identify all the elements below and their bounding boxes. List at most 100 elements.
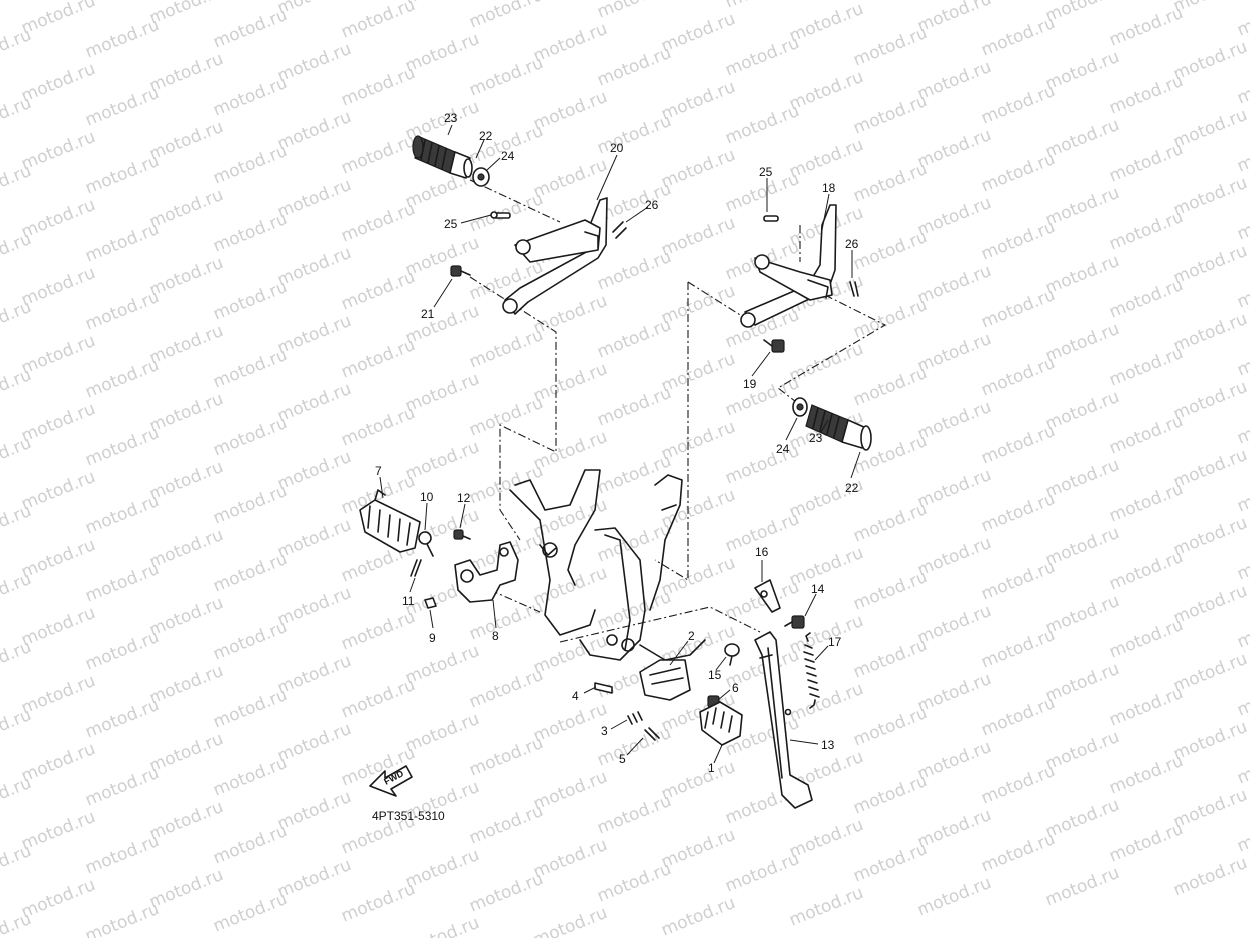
sidestand-assembly xyxy=(754,579,820,809)
callout-14: 14 xyxy=(811,582,825,596)
watermark-text: motod.ru xyxy=(146,117,226,165)
watermark-text: motod.ru xyxy=(914,873,994,921)
bolt-19 xyxy=(763,339,785,353)
watermark-text: motod.ru xyxy=(466,53,546,101)
watermark-text: motod.ru xyxy=(274,583,354,631)
watermark-text: motod.ru xyxy=(146,661,226,709)
watermark-text: motod.ru xyxy=(0,0,34,5)
watermark-text: motod.ru xyxy=(658,145,738,193)
watermark-text: motod.ru xyxy=(658,553,738,601)
watermark-text: motod.ru xyxy=(1170,785,1250,833)
watermark-text: motod.ru xyxy=(402,437,482,485)
watermark-text: motod.ru xyxy=(146,253,226,301)
watermark-text: motod.ru xyxy=(594,791,674,839)
watermark-text: motod.ru xyxy=(594,43,674,91)
watermark-text: motod.ru xyxy=(0,25,34,73)
watermark-text: motod.ru xyxy=(594,383,674,431)
watermark-text: motod.ru xyxy=(786,883,866,931)
watermark-text: motod.ru xyxy=(402,233,482,281)
watermark-text: motod.ru xyxy=(978,353,1058,401)
watermark-text: motod.ru xyxy=(594,315,674,363)
watermark-text: motod.ru xyxy=(402,29,482,77)
callout-24: 24 xyxy=(776,442,790,456)
callout-26: 26 xyxy=(845,237,859,251)
callout-labels: 23 22 24 20 26 25 21 25 18 26 19 24 23 2… xyxy=(375,111,859,775)
callout-22: 22 xyxy=(845,481,859,495)
watermark-text: motod.ru xyxy=(1170,241,1250,289)
watermark-text: motod.ru xyxy=(850,703,930,751)
callout-9: 9 xyxy=(429,631,436,645)
watermark-text: motod.ru xyxy=(1170,445,1250,493)
watermark-text: motod.ru xyxy=(1106,207,1186,255)
watermark-text: motod.ru xyxy=(722,849,802,897)
watermark-text: motod.ru xyxy=(274,515,354,563)
watermark-text: motod.ru xyxy=(1170,717,1250,765)
watermark-text: motod.ru xyxy=(1106,275,1186,323)
diagram-code: 4PT351-5310 xyxy=(372,809,445,823)
callout-12: 12 xyxy=(457,491,471,505)
watermark-text: motod.ru xyxy=(210,889,290,937)
watermark-text: motod.ru xyxy=(1234,469,1250,517)
footpeg-left xyxy=(412,135,490,187)
watermark-text: motod.ru xyxy=(210,549,290,597)
watermark-text: motod.ru xyxy=(1170,581,1250,629)
watermark-text: motod.ru xyxy=(1170,105,1250,153)
watermark-text: motod.ru xyxy=(210,5,290,53)
watermark-text: motod.ru xyxy=(274,719,354,767)
watermark-text: motod.ru xyxy=(722,101,802,149)
watermark-text: motod.ru xyxy=(466,801,546,849)
watermark-text: motod.ru xyxy=(850,23,930,71)
callout-17: 17 xyxy=(828,635,842,649)
watermark-text: motod.ru xyxy=(658,213,738,261)
watermark-text: motod.ru xyxy=(1042,251,1122,299)
watermark-text: motod.ru xyxy=(338,675,418,723)
watermark-text: motod.ru xyxy=(146,321,226,369)
watermark-text: motod.ru xyxy=(18,195,98,243)
callout-24: 24 xyxy=(501,149,515,163)
watermark-text: motod.ru xyxy=(530,835,610,883)
watermark-text: motod.ru xyxy=(978,489,1058,537)
watermark-text: motod.ru xyxy=(146,865,226,913)
watermark-text: motod.ru xyxy=(1234,741,1250,789)
watermark-text: motod.ru xyxy=(274,107,354,155)
watermark-text: motod.ru xyxy=(1106,479,1186,527)
watermark-text: motod.ru xyxy=(338,335,418,383)
watermark-text: motod.ru xyxy=(850,0,930,3)
watermark-text: motod.ru xyxy=(466,393,546,441)
watermark-text: motod.ru xyxy=(658,9,738,57)
watermark-text: motod.ru xyxy=(1106,683,1186,731)
watermark-text: motod.ru xyxy=(0,705,34,753)
watermark-text: motod.ru xyxy=(210,209,290,257)
watermark-text: motod.ru xyxy=(722,373,802,421)
watermark-text: motod.ru xyxy=(338,199,418,247)
watermark-text: motod.ru xyxy=(82,219,162,267)
callout-6: 6 xyxy=(732,681,739,695)
assembly-lines xyxy=(469,179,887,643)
watermark-text: motod.ru xyxy=(146,457,226,505)
watermark-text: motod.ru xyxy=(786,0,866,47)
watermark-text: motod.ru xyxy=(1234,673,1250,721)
watermark-text: motod.ru xyxy=(530,903,610,938)
callout-3: 3 xyxy=(601,724,608,738)
watermark-text: motod.ru xyxy=(274,651,354,699)
callout-5: 5 xyxy=(619,752,626,766)
callout-20: 20 xyxy=(610,141,624,155)
callout-7: 7 xyxy=(375,464,382,478)
watermark-text: motod.ru xyxy=(274,175,354,223)
watermark-text: motod.ru xyxy=(786,67,866,115)
watermark-text: motod.ru xyxy=(0,161,34,209)
watermark-text: motod.ru xyxy=(594,451,674,499)
watermark-text: motod.ru xyxy=(1106,615,1186,663)
watermark-text: motod.ru xyxy=(274,447,354,495)
callout-26: 26 xyxy=(645,198,659,212)
watermark-text: motod.ru xyxy=(82,831,162,879)
watermark-text: motod.ru xyxy=(1106,751,1186,799)
watermark-text: motod.ru xyxy=(722,0,802,13)
watermark-text: motod.ru xyxy=(978,285,1058,333)
callout-15: 15 xyxy=(708,668,722,682)
watermark-text: motod.ru xyxy=(0,365,34,413)
watermark-text: motod.ru xyxy=(146,797,226,845)
watermark-text: motod.ru xyxy=(210,753,290,801)
watermark-text: motod.ru xyxy=(1234,809,1250,857)
watermark-text: motod.ru xyxy=(402,709,482,757)
